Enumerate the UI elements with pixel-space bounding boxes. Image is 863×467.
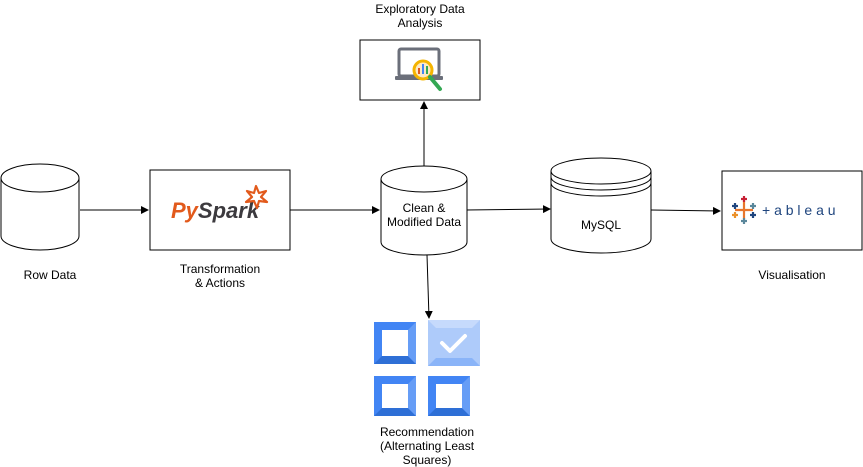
tableau-logo: + a b l e a u — [732, 196, 836, 224]
tableau-logo-text: + a b l e a u — [762, 202, 836, 218]
recommendation-label: Recommendation (Alternating Least Square… — [379, 425, 475, 467]
pyspark-label: Transformation & Actions — [179, 262, 261, 290]
edge-mysql-to-tableau — [650, 206, 721, 215]
row-data-cylinder — [0, 163, 80, 251]
pyspark-box — [149, 169, 291, 251]
tableau-label: Visualisation — [758, 268, 826, 282]
analytics-magnifier-icon — [395, 47, 443, 91]
clean-data-cylinder — [380, 165, 468, 256]
tableau-cross-icon — [732, 196, 756, 224]
edge-clean-to-recommendation — [424, 254, 433, 319]
mysql-label: MySQL — [580, 218, 621, 232]
edges — [80, 101, 721, 319]
mysql-cylinder — [550, 157, 652, 254]
recommendation-blocks-icon — [374, 320, 480, 416]
eda-label: Exploratory Data Analysis — [375, 2, 465, 30]
edge-clean-to-mysql — [465, 205, 551, 214]
pyspark-logo: PySpark — [171, 184, 269, 223]
clean-data-label: Clean & Modified Data — [386, 201, 462, 229]
row-data-label: Row Data — [23, 268, 77, 282]
spark-star-icon — [244, 184, 269, 210]
